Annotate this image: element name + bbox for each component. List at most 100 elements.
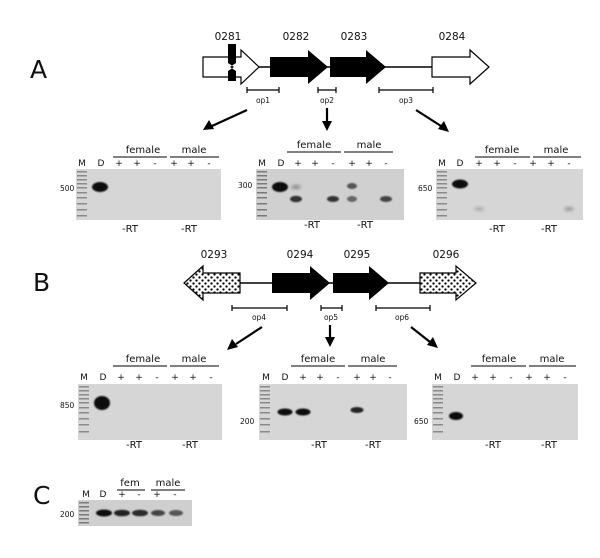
gene-label: 0282	[283, 31, 310, 43]
gel-band	[94, 396, 110, 410]
lane-label-d: D	[454, 373, 461, 383]
lane-label: +	[471, 373, 479, 383]
operon-bracket	[231, 305, 288, 311]
marker-ladder	[79, 502, 89, 524]
lane-label: +	[118, 490, 126, 500]
lane-label: +	[311, 159, 319, 169]
rt-label: -RT	[485, 440, 502, 451]
gel-image	[76, 169, 221, 220]
gel-image	[432, 384, 578, 440]
pointer-arrow-icon	[322, 121, 332, 131]
lane-label: -	[336, 373, 339, 383]
marker-size-label: 200	[240, 417, 255, 426]
lane-label-d: D	[98, 159, 105, 169]
lane-label: -	[209, 373, 212, 383]
lane-label: +	[171, 373, 179, 383]
lane-label-d: D	[282, 373, 289, 383]
female-header: female	[485, 145, 519, 156]
gel-band	[452, 179, 468, 189]
pointer-arrow-icon	[203, 120, 214, 130]
gel-image	[256, 169, 404, 220]
female-header: fem	[120, 478, 139, 489]
gel-band	[327, 196, 339, 202]
lane-label: +	[493, 159, 501, 169]
gel-a3: female male M D + + - + + - 650 -	[418, 145, 583, 235]
solid-gene-arrow-icon	[330, 50, 386, 84]
lane-label: +	[299, 373, 307, 383]
marker-size-label: 500	[60, 184, 75, 193]
gene-label: 0295	[344, 249, 371, 261]
lane-label: -	[384, 159, 387, 169]
gel-b3: female male M D + + - + + - 650 -RT -RT	[414, 354, 578, 451]
gel-image	[436, 169, 583, 220]
female-header: female	[301, 354, 335, 365]
lane-label-d: D	[100, 490, 107, 500]
marker-size-label: 200	[60, 510, 75, 519]
lane-label: +	[187, 159, 195, 169]
lane-label: +	[489, 373, 497, 383]
rt-label: -RT	[304, 220, 321, 231]
pointer-arrow-icon	[427, 337, 438, 348]
lane-label: -	[388, 373, 391, 383]
rt-label: -RT	[489, 224, 506, 235]
lane-label-d: D	[278, 159, 285, 169]
lane-label: -	[563, 373, 566, 383]
female-header: female	[126, 354, 160, 365]
gel-a2: female male M D + + - + + -	[238, 140, 404, 231]
lane-label: -	[173, 490, 176, 500]
gel-b1: female male M D + + - + + - 850 -RT -RT	[60, 354, 222, 451]
male-header: male	[156, 478, 181, 489]
lane-label-d: D	[100, 373, 107, 383]
marker-size-label: 850	[60, 401, 75, 410]
promoter-bent-arrow-icon	[228, 44, 236, 81]
panel-a-pointer-arrows	[203, 108, 449, 132]
lane-label: -	[207, 159, 210, 169]
female-header: female	[482, 354, 516, 365]
lane-label: +	[189, 373, 197, 383]
marker-ladder	[260, 386, 270, 433]
female-header: female	[297, 140, 331, 151]
lane-label: +	[348, 159, 356, 169]
lane-label-m: M	[80, 373, 88, 383]
male-header: male	[357, 140, 382, 151]
lane-label-m: M	[78, 159, 86, 169]
panel-c-label: C	[33, 481, 50, 510]
lane-label: +	[353, 373, 361, 383]
operon-bracket	[246, 87, 280, 93]
panel-b: B 0293 0294 0295 0296 op4 op5 op6	[33, 249, 578, 451]
lane-label-m: M	[82, 490, 90, 500]
pointer-arrow-icon	[325, 337, 335, 347]
lane-label: +	[475, 159, 483, 169]
lane-label: +	[133, 159, 141, 169]
rt-label: -RT	[541, 440, 558, 451]
panel-b-pointer-arrows	[227, 325, 438, 350]
gel-band	[295, 408, 311, 416]
gel-band	[380, 196, 392, 202]
gel-band	[169, 510, 183, 516]
lane-label: +	[529, 159, 537, 169]
marker-size-label: 300	[238, 181, 253, 190]
solid-gene-arrow-icon	[272, 266, 330, 300]
lane-label: +	[547, 159, 555, 169]
lane-label-m: M	[438, 159, 446, 169]
lane-label: -	[509, 373, 512, 383]
lane-label: +	[365, 159, 373, 169]
operon-label: op6	[395, 313, 409, 322]
lane-label: +	[135, 373, 143, 383]
gel-band	[290, 195, 302, 203]
open-gene-arrow-icon	[431, 48, 490, 86]
gel-band	[151, 510, 165, 516]
rt-label: -RT	[541, 224, 558, 235]
dotted-gene-arrow-icon	[183, 264, 241, 302]
lane-label: +	[525, 373, 533, 383]
rt-label: -RT	[181, 224, 198, 235]
male-header: male	[540, 354, 565, 365]
male-header: male	[361, 354, 386, 365]
dotted-gene-arrow-icon	[419, 264, 477, 302]
lane-label: +	[170, 159, 178, 169]
panel-a-label: A	[30, 55, 47, 84]
rt-label: -RT	[126, 440, 143, 451]
gene-label: 0293	[201, 249, 228, 261]
lane-label: -	[137, 490, 140, 500]
